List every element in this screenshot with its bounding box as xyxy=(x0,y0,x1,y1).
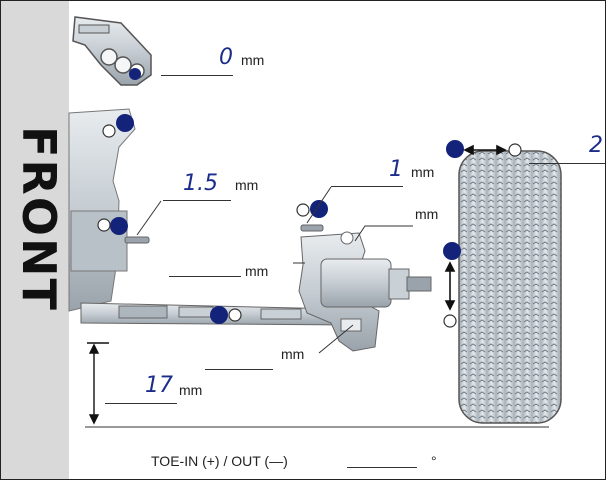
mid-value-field[interactable] xyxy=(169,276,241,277)
shim-left xyxy=(124,236,150,244)
upper-left-value: 1.5 xyxy=(183,171,218,196)
camber-position-dot xyxy=(129,68,141,80)
upper-left-open-dot xyxy=(102,124,116,138)
upright-shim-unit: mm xyxy=(415,206,439,222)
camber-mid-open-dot xyxy=(296,203,310,217)
ride-height-value-field[interactable] xyxy=(105,403,177,404)
top-value-field[interactable] xyxy=(161,75,233,76)
camber-mid-dot xyxy=(310,200,328,218)
lower-arm-dot xyxy=(210,306,228,324)
wheelbase-dot xyxy=(446,140,464,158)
top-unit: mm xyxy=(241,52,265,68)
upper-mid-value: 1 xyxy=(389,157,403,182)
front-side-band xyxy=(1,1,69,479)
toe-value-field[interactable] xyxy=(347,467,417,468)
top-value: 0 xyxy=(219,45,233,70)
lower-unit: mm xyxy=(281,346,305,362)
ride-height-unit: mm xyxy=(179,382,203,398)
upright-height-arrow xyxy=(444,261,456,311)
upper-left-dot xyxy=(116,114,134,132)
bulkhead xyxy=(68,108,136,312)
tire xyxy=(458,150,562,424)
leader-lines xyxy=(136,186,413,354)
toe-unit: ° xyxy=(431,453,437,469)
toe-label: TOE-IN (+) / OUT (—) xyxy=(151,453,288,469)
wheelbase-value-field[interactable] xyxy=(529,163,605,164)
lower-value-field[interactable] xyxy=(205,369,273,370)
ride-height-value: 17 xyxy=(145,373,173,398)
mid-left-open-dot xyxy=(97,218,111,232)
mid-left-dot xyxy=(110,217,128,235)
camber-link-part xyxy=(72,16,152,86)
wheelbase-arrow xyxy=(463,144,507,156)
front-label: FRONT xyxy=(9,126,61,366)
shim-mid xyxy=(300,224,324,232)
ride-height-arrow xyxy=(87,342,109,425)
upper-mid-unit: mm xyxy=(411,164,435,180)
front-label-text: FRONT xyxy=(12,126,61,312)
hub-carrier xyxy=(298,231,432,352)
wheelbase-open-dot xyxy=(508,143,522,157)
lower-arm-open-dot xyxy=(228,308,242,322)
upper-left-unit: mm xyxy=(235,177,259,193)
mid-unit: mm xyxy=(245,263,269,279)
wheelbase-value: 2 xyxy=(589,133,603,158)
upright-lower-open-dot xyxy=(443,314,457,328)
upper-mid-value-field[interactable] xyxy=(331,186,403,187)
upper-left-value-field[interactable] xyxy=(163,200,231,201)
upright-upper-dot xyxy=(443,242,461,260)
